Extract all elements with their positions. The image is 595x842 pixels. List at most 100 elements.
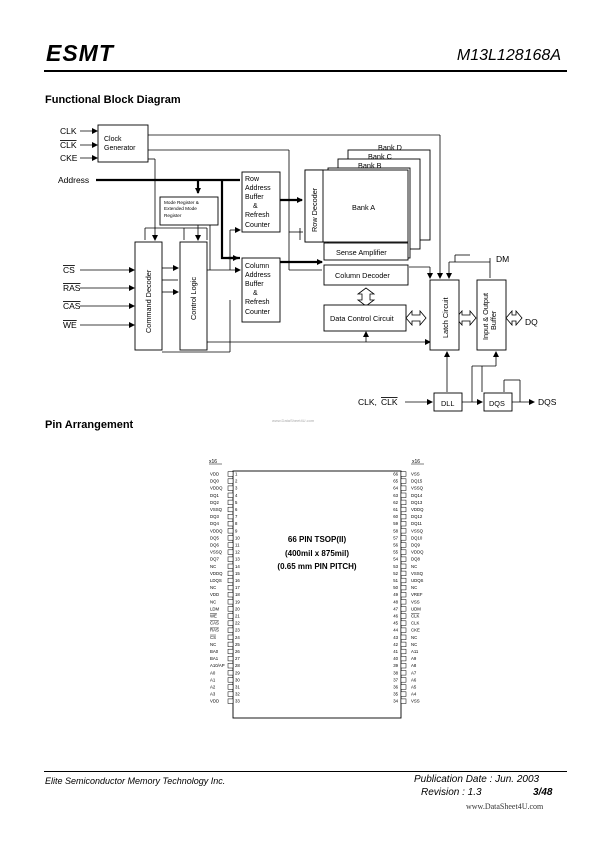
address-label: Address [58,175,89,185]
right-pin-name: A11 [411,649,419,654]
left-pin-pad [227,641,234,647]
right-pin-name: VSS [411,699,420,704]
left-pin-name: DQ7 [210,557,219,562]
right-pin-name: CKE [411,628,420,633]
left-pin-name: CS [210,635,216,640]
col-buffer-line-3: Buffer [245,281,264,288]
right-pin-pad [400,592,407,598]
right-pin-name: DQ13 [411,500,423,505]
left-pin-name: WE [210,614,217,619]
left-pin-pad [227,471,234,477]
right-pin-number: 64 [393,486,398,491]
right-pin-pad [400,542,407,548]
left-pin-pad [227,492,234,498]
right-pin-pad [400,528,407,534]
left-pin-number: 20 [235,606,240,611]
left-pin-number: 11 [235,543,240,548]
col-buffer-line-4: & [253,290,258,297]
dll-clk-label: CLK, [358,397,377,407]
left-pin-name: VDDQ [210,486,223,491]
left-pin-pad [227,627,234,633]
left-pin-number: 10 [235,535,240,540]
data-control-label: Data Control Circuit [330,314,394,323]
left-pin-name: RAS [210,628,219,633]
left-pin-name: A1 [210,677,216,682]
left-pin-name: A3 [210,692,216,697]
left-pin-name: VDD [210,472,219,477]
col-buffer-line-5: Refresh [245,299,270,306]
dqs-block-label: DQS [489,399,505,408]
right-pin-name: CLK [411,621,419,626]
dll-label: DLL [441,399,454,408]
right-pin-number: 62 [393,500,398,505]
page-number: 3/48 [533,787,553,798]
right-pin-pad [400,485,407,491]
left-pin-number: 16 [235,578,240,583]
right-pin-name: NC [411,642,417,647]
bank-a-label: Bank A [352,203,375,212]
right-pin-pad [400,563,407,569]
company-logo: ESMT [46,40,114,66]
right-pin-number: 38 [393,670,398,675]
right-pin-number: 58 [393,528,398,533]
part-number: M13L128168A [456,47,561,64]
mode-register-label-2: Extended Mode [164,206,197,211]
left-pin-number: 24 [235,635,240,640]
right-pin-name: DQ10 [411,535,423,540]
latch-circuit-label: Latch Circuit [441,297,450,338]
x16-left-label: x16 [209,459,217,465]
cs-label: CS [63,265,75,275]
left-pin-name: LDQS [210,578,222,583]
left-pin-number: 14 [235,564,240,569]
left-pin-pad [227,691,234,697]
right-pin-pad [400,499,407,505]
mode-register-label-3: Register [164,213,182,218]
midpage-watermark: www.DataSheet4U.com [272,418,315,423]
dll-block [433,392,463,412]
right-pin-name: NC [411,585,417,590]
right-pin-pad [400,514,407,520]
left-pin-pad [227,556,234,562]
left-pin-name: DQ4 [210,521,219,526]
left-pin-number: 6 [235,507,238,512]
right-pin-number: 66 [393,472,398,477]
right-pin-pad [400,585,407,591]
left-pin-name: BA0 [210,649,219,654]
dm-label: DM [496,254,509,264]
right-pin-pad [400,492,407,498]
right-pin-pad [400,620,407,626]
row-buffer-line-6: Counter [245,222,271,229]
left-pin-name: VDD [210,699,219,704]
x16-right-label: x16 [412,459,420,465]
col-buffer-line-1: Column [245,263,269,270]
left-pin-pad [227,677,234,683]
clock-generator-label-1: Clock [104,136,122,143]
right-pin-pad [400,691,407,697]
left-pin-pad [227,478,234,484]
right-pin-number: 43 [393,635,398,640]
left-pin-number: 21 [235,614,240,619]
left-pin-pad [227,620,234,626]
right-pin-number: 41 [393,649,398,654]
left-pin-name: VSSQ [210,550,223,555]
right-pin-pad [400,606,407,612]
left-pin-number: 32 [235,692,240,697]
right-pin-pad [400,599,407,605]
left-pin-name: DQ0 [210,479,219,484]
right-pin-number: 48 [393,599,398,604]
right-pin-pad [400,684,407,690]
left-pin-pad [227,528,234,534]
left-pin-name: LDM [210,606,219,611]
right-pin-name: CLK [411,614,419,619]
cke-label: CKE [60,153,78,163]
dq-label: DQ [525,317,538,327]
right-pin-name: NC [411,635,417,640]
right-pin-pad [400,641,407,647]
left-pin-name: BA1 [210,656,219,661]
right-pin-number: 36 [393,685,398,690]
right-pin-name: UDM [411,606,421,611]
right-pin-name: VSSQ [411,528,424,533]
left-pin-pad [227,592,234,598]
left-pin-number: 5 [235,500,238,505]
right-pin-number: 35 [393,692,398,697]
